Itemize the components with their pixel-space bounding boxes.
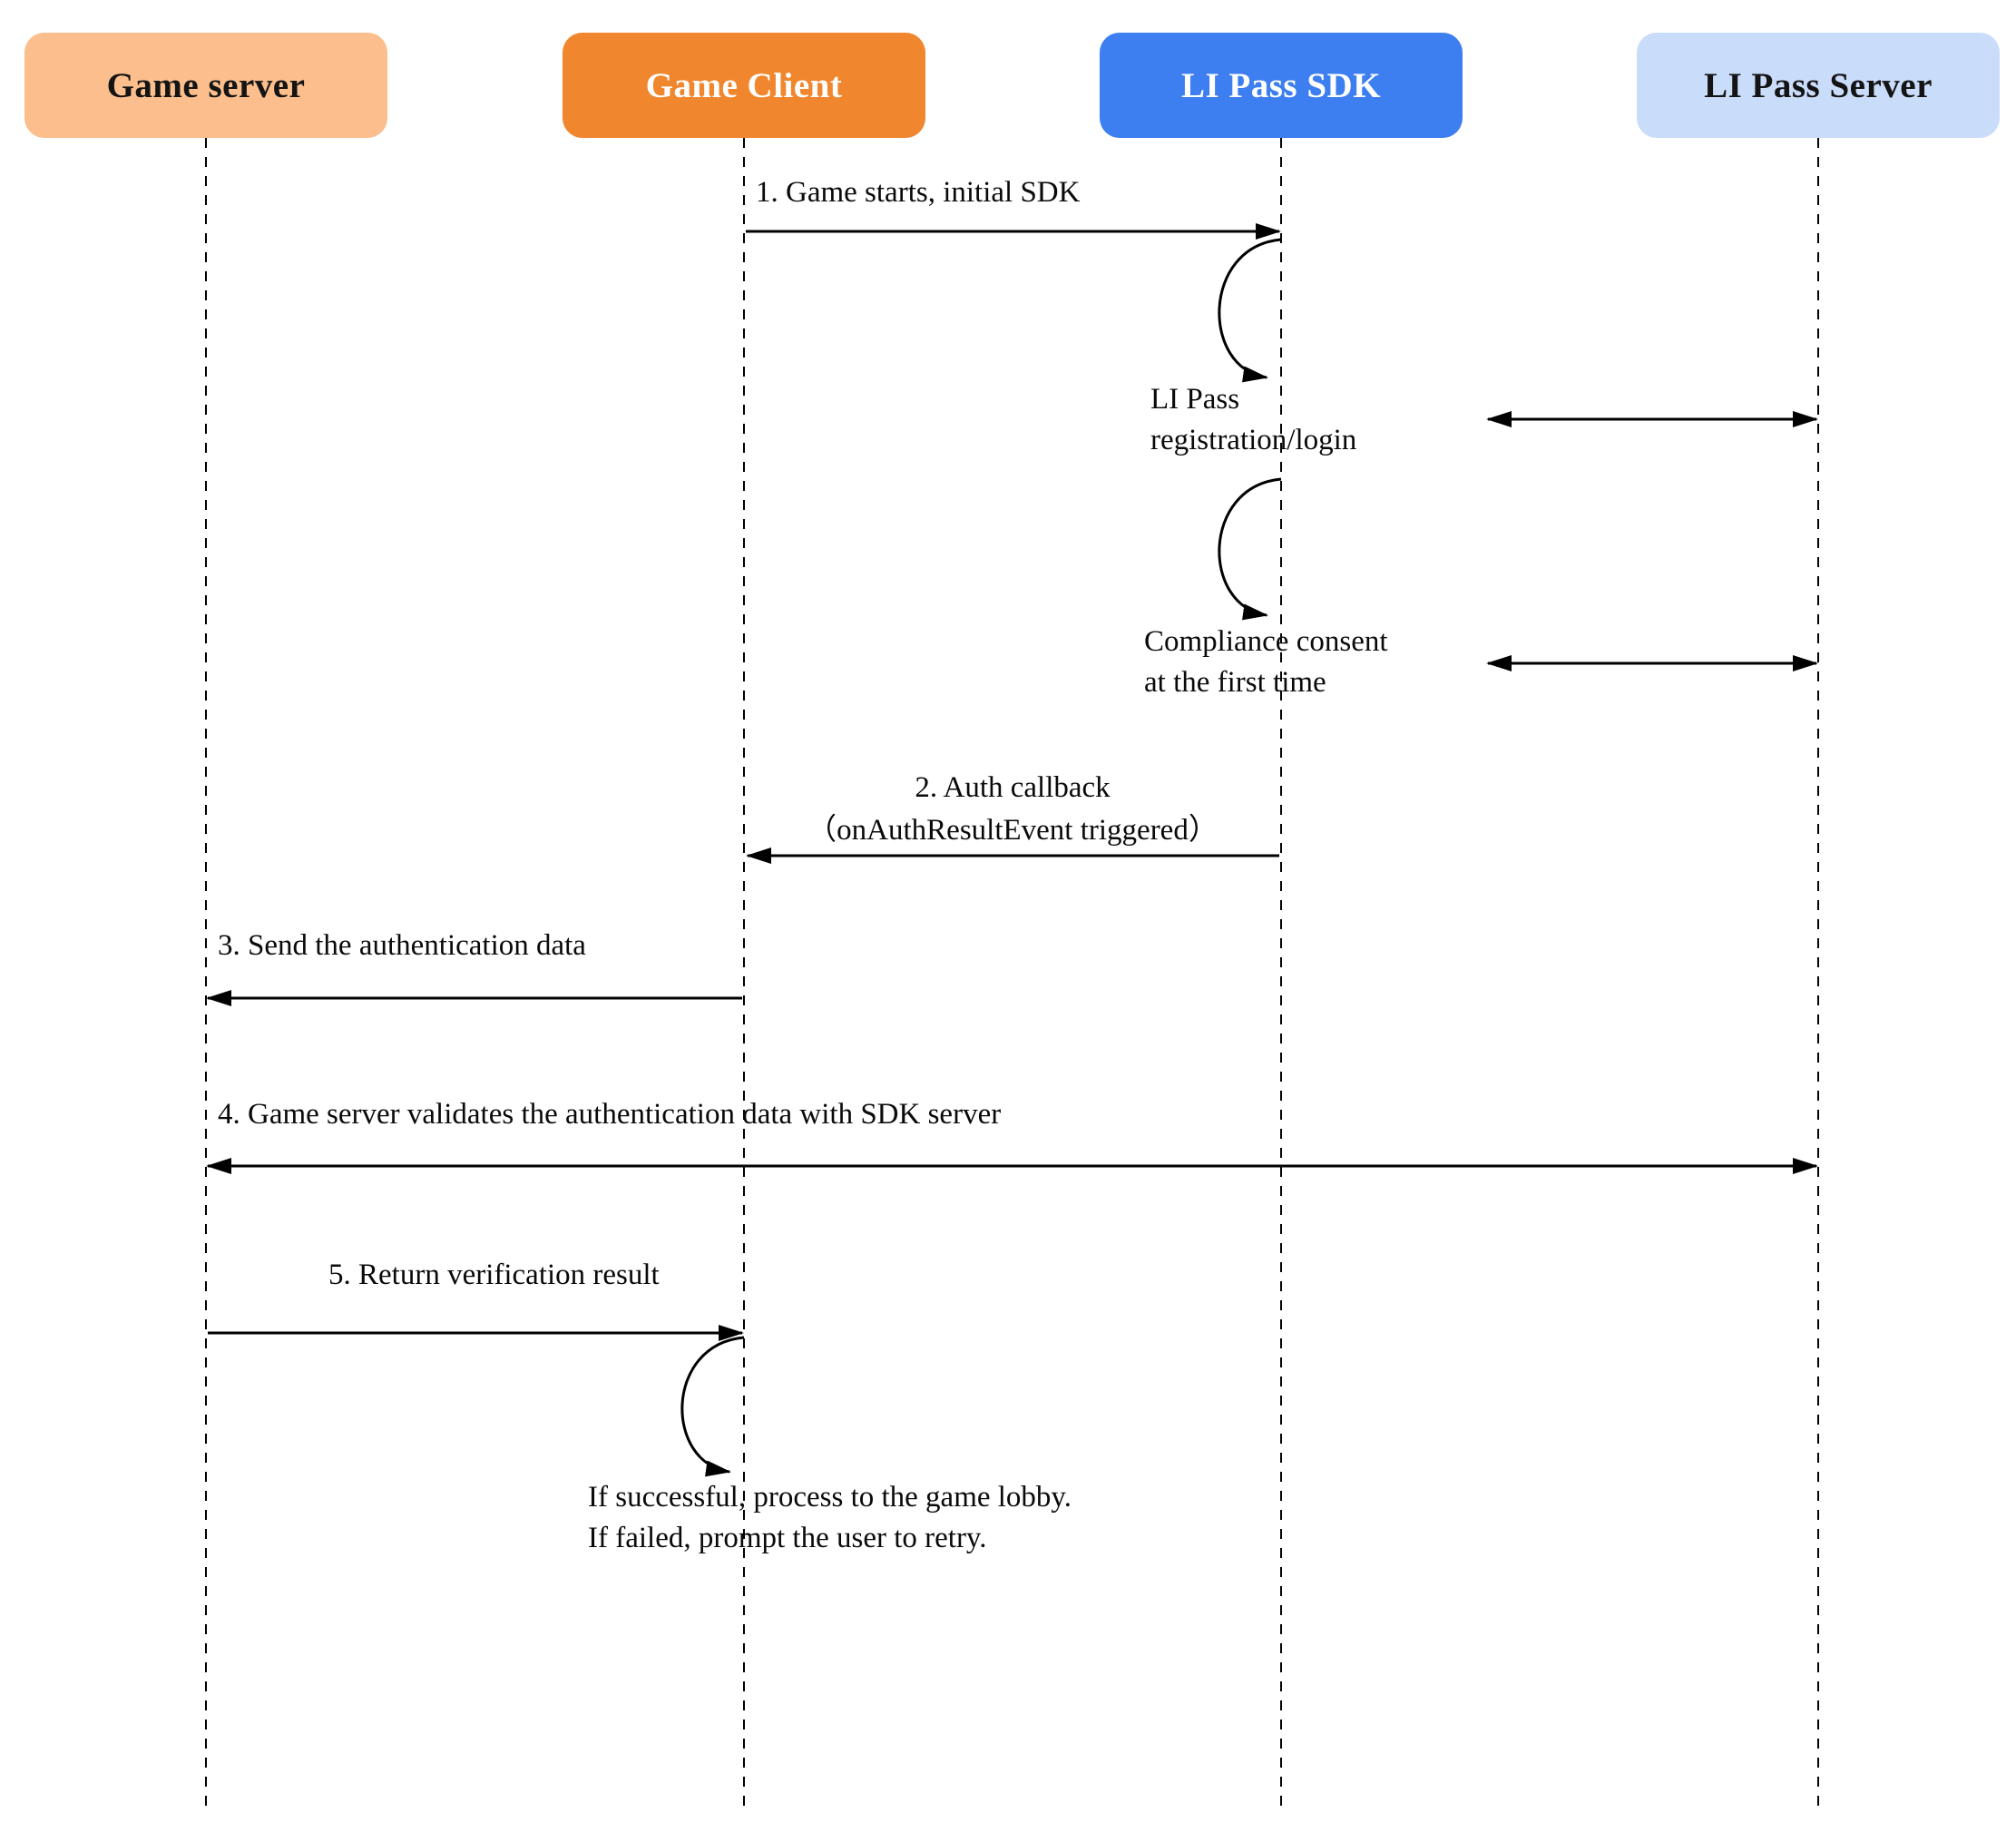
registration-line-1: LI Pass xyxy=(1150,383,1240,416)
actor-box-game-client: Game Client xyxy=(563,33,925,138)
result-line-2: If failed, prompt the user to retry. xyxy=(588,1522,987,1554)
actor-label-li-pass-server: LI Pass Server xyxy=(1704,65,1933,105)
message-label-2-auth-callback: 2. Auth callback （onAuthResultEvent trig… xyxy=(744,767,1281,852)
compliance-line-1: Compliance consent xyxy=(1144,625,1388,658)
actor-box-li-pass-sdk: LI Pass SDK xyxy=(1100,33,1463,138)
message-label-3-send-auth-data: 3. Send the authentication data xyxy=(218,929,586,962)
auth-callback-line-1: 2. Auth callback xyxy=(915,771,1111,804)
auth-callback-line-2: （onAuthResultEvent triggered） xyxy=(807,814,1218,847)
self-loop-registration-login xyxy=(1218,238,1282,383)
self-loop-compliance-consent xyxy=(1218,477,1282,621)
actor-box-li-pass-server: LI Pass Server xyxy=(1637,33,2000,138)
message-label-registration-login: LI Pass registration/login xyxy=(1150,379,1356,461)
actor-box-game-server: Game server xyxy=(24,33,387,138)
message-label-4-validate: 4. Game server validates the authenticat… xyxy=(218,1098,1002,1131)
result-line-1: If successful, process to the game lobby… xyxy=(588,1481,1072,1514)
message-label-1-game-starts: 1. Game starts, initial SDK xyxy=(756,176,1081,209)
actor-label-game-server: Game server xyxy=(106,65,306,105)
compliance-line-2: at the first time xyxy=(1144,666,1326,699)
registration-line-2: registration/login xyxy=(1150,424,1357,456)
self-loop-result-handling xyxy=(680,1336,745,1477)
message-label-result-handling: If successful, process to the game lobby… xyxy=(588,1477,1072,1559)
actor-label-game-client: Game Client xyxy=(645,65,843,105)
message-label-compliance-consent: Compliance consent at the first time xyxy=(1144,622,1388,703)
message-label-5-return-result: 5. Return verification result xyxy=(328,1259,660,1291)
actor-label-li-pass-sdk: LI Pass SDK xyxy=(1180,65,1382,105)
